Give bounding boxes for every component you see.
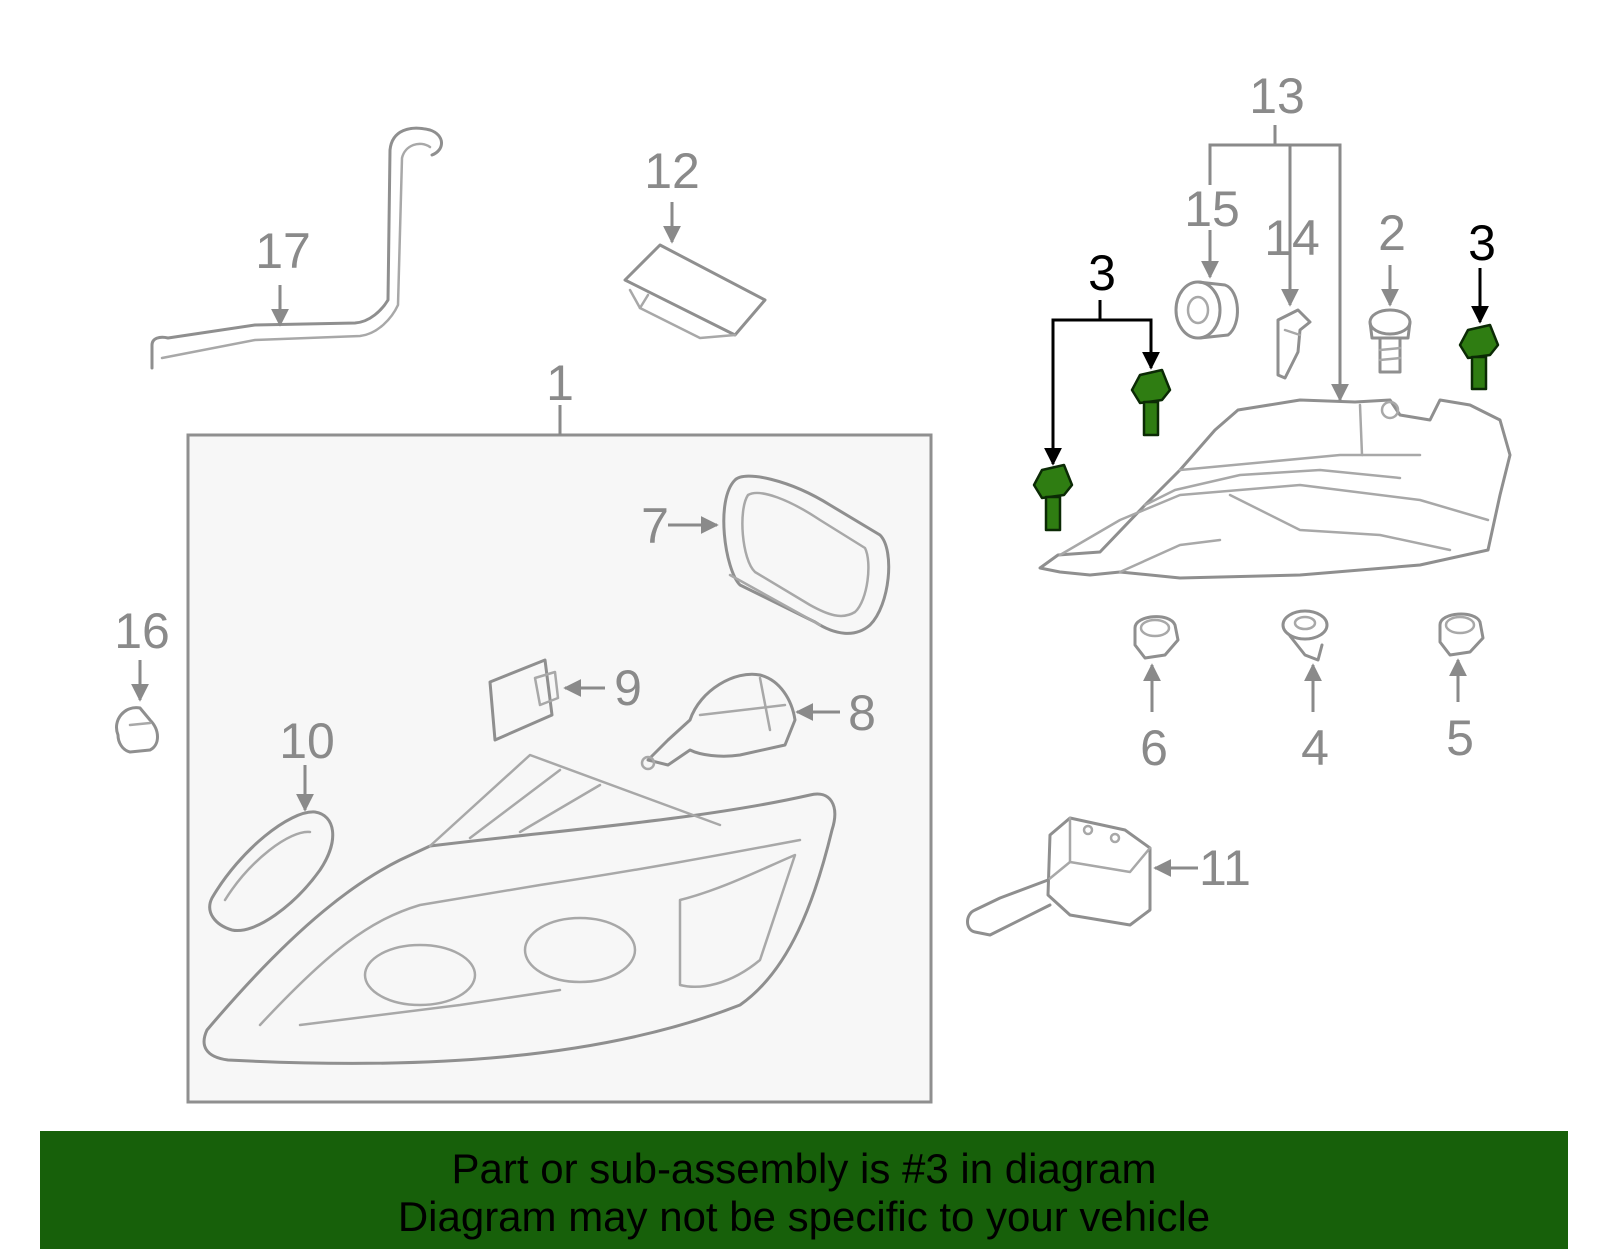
callout-8: 8: [848, 685, 876, 741]
bolt-part-3-group[interactable]: [1032, 323, 1500, 532]
bracket-part-13: [1038, 398, 1512, 580]
banner-line-2: Diagram may not be specific to your vehi…: [397, 1193, 1211, 1240]
callout-3-left: 3: [1088, 245, 1116, 301]
xenon-bulb-part-11: [966, 816, 1152, 937]
callout-12: 12: [644, 143, 700, 199]
notice-banner: Part or sub-assembly is #3 in diagram Di…: [40, 1131, 1568, 1249]
clip-part-6: [1133, 615, 1180, 660]
callout-6: 6: [1140, 720, 1168, 776]
clip-part-5: [1438, 612, 1485, 657]
connector-part-9: [488, 658, 560, 742]
headlamp-assembly-group[interactable]: 1 7 8: [186, 355, 933, 1104]
callout-14: 14: [1264, 210, 1320, 266]
headlamp-housing-drawing: [202, 753, 837, 1065]
callout-4: 4: [1301, 720, 1329, 776]
banner-line-1: Part or sub-assembly is #3 in diagram: [451, 1145, 1157, 1192]
callout-11: 11: [1199, 840, 1251, 896]
hose-part-17: [150, 126, 443, 370]
callout-7: 7: [641, 498, 669, 554]
callout-10: 10: [279, 713, 335, 769]
clip-part-4: [1281, 609, 1329, 662]
ring-part-10: [208, 810, 335, 933]
screw-part-2: [1368, 308, 1412, 374]
callout-15: 15: [1184, 181, 1240, 237]
bolt-3-right[interactable]: [1458, 323, 1500, 391]
callout-13: 13: [1249, 68, 1305, 124]
callout-17: 17: [255, 223, 311, 279]
callout-5: 5: [1446, 710, 1474, 766]
leader-bracket-3-left: [1051, 318, 1153, 462]
grommet-part-16: [115, 706, 159, 754]
bolt-3-left[interactable]: [1032, 463, 1074, 532]
callout-2: 2: [1378, 205, 1406, 261]
bezel-trim-part-7: [722, 474, 891, 635]
grommet-part-15: [1174, 280, 1239, 340]
callout-16: 16: [114, 603, 170, 659]
callout-1: 1: [546, 355, 574, 411]
bulb-socket-part-8: [640, 672, 797, 771]
cover-part-12: [623, 243, 767, 340]
callout-9: 9: [614, 660, 642, 716]
callout-3-right: 3: [1468, 215, 1496, 271]
bolt-3-middle[interactable]: [1130, 368, 1172, 437]
clip-part-14: [1276, 308, 1312, 380]
